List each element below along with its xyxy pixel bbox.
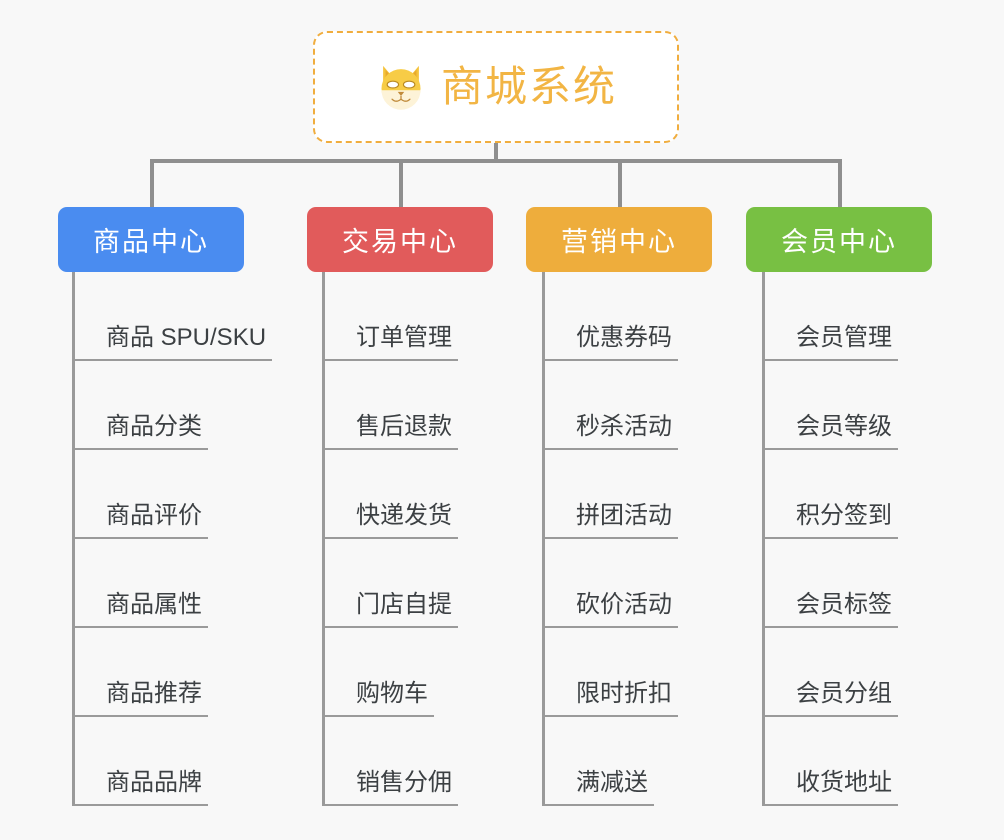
leaf-label: 销售分佣 [322, 769, 458, 806]
leaf-label: 商品推荐 [72, 680, 208, 717]
leaf-item[interactable]: 销售分佣 [322, 717, 458, 806]
leaf-label: 订单管理 [322, 324, 458, 361]
leaf-label: 商品品牌 [72, 769, 208, 806]
leaf-label: 积分签到 [762, 502, 898, 539]
leaf-label: 商品分类 [72, 413, 208, 450]
leaf-label: 满减送 [542, 769, 654, 806]
root-title: 商城系统 [440, 63, 617, 110]
shiba-dog-icon [381, 65, 421, 110]
leaf-item[interactable]: 订单管理 [322, 272, 458, 361]
leaf-spine [72, 272, 75, 806]
leaf-label: 购物车 [322, 680, 434, 717]
leaf-label: 限时折扣 [542, 680, 678, 717]
leaf-label: 会员管理 [762, 324, 898, 361]
leaf-item[interactable]: 商品评价 [72, 450, 208, 539]
leaf-item[interactable]: 砍价活动 [542, 539, 678, 628]
leaf-label: 会员分组 [762, 680, 898, 717]
leaf-item[interactable]: 商品属性 [72, 539, 208, 628]
leaf-label: 会员等级 [762, 413, 898, 450]
leaf-label: 售后退款 [322, 413, 458, 450]
category-box-trade-center[interactable]: 交易中心 [307, 207, 493, 272]
leaf-label: 收货地址 [762, 769, 898, 806]
leaf-label: 商品 SPU/SKU [72, 324, 273, 361]
leaf-label: 秒杀活动 [542, 413, 678, 450]
leaf-label: 门店自提 [322, 591, 458, 628]
leaf-item[interactable]: 限时折扣 [542, 628, 678, 717]
leaf-label: 商品评价 [72, 502, 208, 539]
leaf-item[interactable]: 门店自提 [322, 539, 458, 628]
leaf-item[interactable]: 秒杀活动 [542, 361, 678, 450]
leaf-item[interactable]: 商品推荐 [72, 628, 208, 717]
connector-drop-1 [150, 159, 154, 208]
connector-drop-3 [618, 159, 622, 208]
category-title: 营销中心 [561, 227, 677, 257]
connector-root-stem [494, 143, 498, 163]
leaf-item[interactable]: 会员标签 [762, 539, 898, 628]
connector-drop-4 [838, 159, 842, 208]
category-title: 商品中心 [93, 227, 209, 257]
leaf-item[interactable]: 拼团活动 [542, 450, 678, 539]
leaf-spine [322, 272, 325, 806]
category-title: 交易中心 [342, 227, 458, 257]
leaf-spine [542, 272, 545, 806]
leaf-label: 快递发货 [322, 502, 458, 539]
leaf-item[interactable]: 优惠券码 [542, 272, 678, 361]
leaf-item[interactable]: 购物车 [322, 628, 434, 717]
leaf-label: 会员标签 [762, 591, 898, 628]
category-box-marketing-center[interactable]: 营销中心 [526, 207, 712, 272]
connector-bus [150, 159, 842, 163]
leaf-label: 砍价活动 [542, 591, 678, 628]
leaf-item[interactable]: 满减送 [542, 717, 654, 806]
leaf-item[interactable]: 会员等级 [762, 361, 898, 450]
leaf-label: 优惠券码 [542, 324, 678, 361]
leaf-item[interactable]: 收货地址 [762, 717, 898, 806]
root-node[interactable]: 商城系统 [313, 31, 679, 143]
leaf-item[interactable]: 会员分组 [762, 628, 898, 717]
connector-drop-2 [399, 159, 403, 208]
leaf-spine [762, 272, 765, 806]
leaf-item[interactable]: 商品 SPU/SKU [72, 272, 273, 361]
category-box-member-center[interactable]: 会员中心 [746, 207, 932, 272]
leaf-item[interactable]: 会员管理 [762, 272, 898, 361]
leaf-label: 商品属性 [72, 591, 208, 628]
leaf-item[interactable]: 积分签到 [762, 450, 898, 539]
leaf-item[interactable]: 商品分类 [72, 361, 208, 450]
leaf-item[interactable]: 售后退款 [322, 361, 458, 450]
category-box-product-center[interactable]: 商品中心 [58, 207, 244, 272]
leaf-item[interactable]: 商品品牌 [72, 717, 208, 806]
leaf-label: 拼团活动 [542, 502, 678, 539]
category-title: 会员中心 [781, 227, 897, 257]
leaf-item[interactable]: 快递发货 [322, 450, 458, 539]
